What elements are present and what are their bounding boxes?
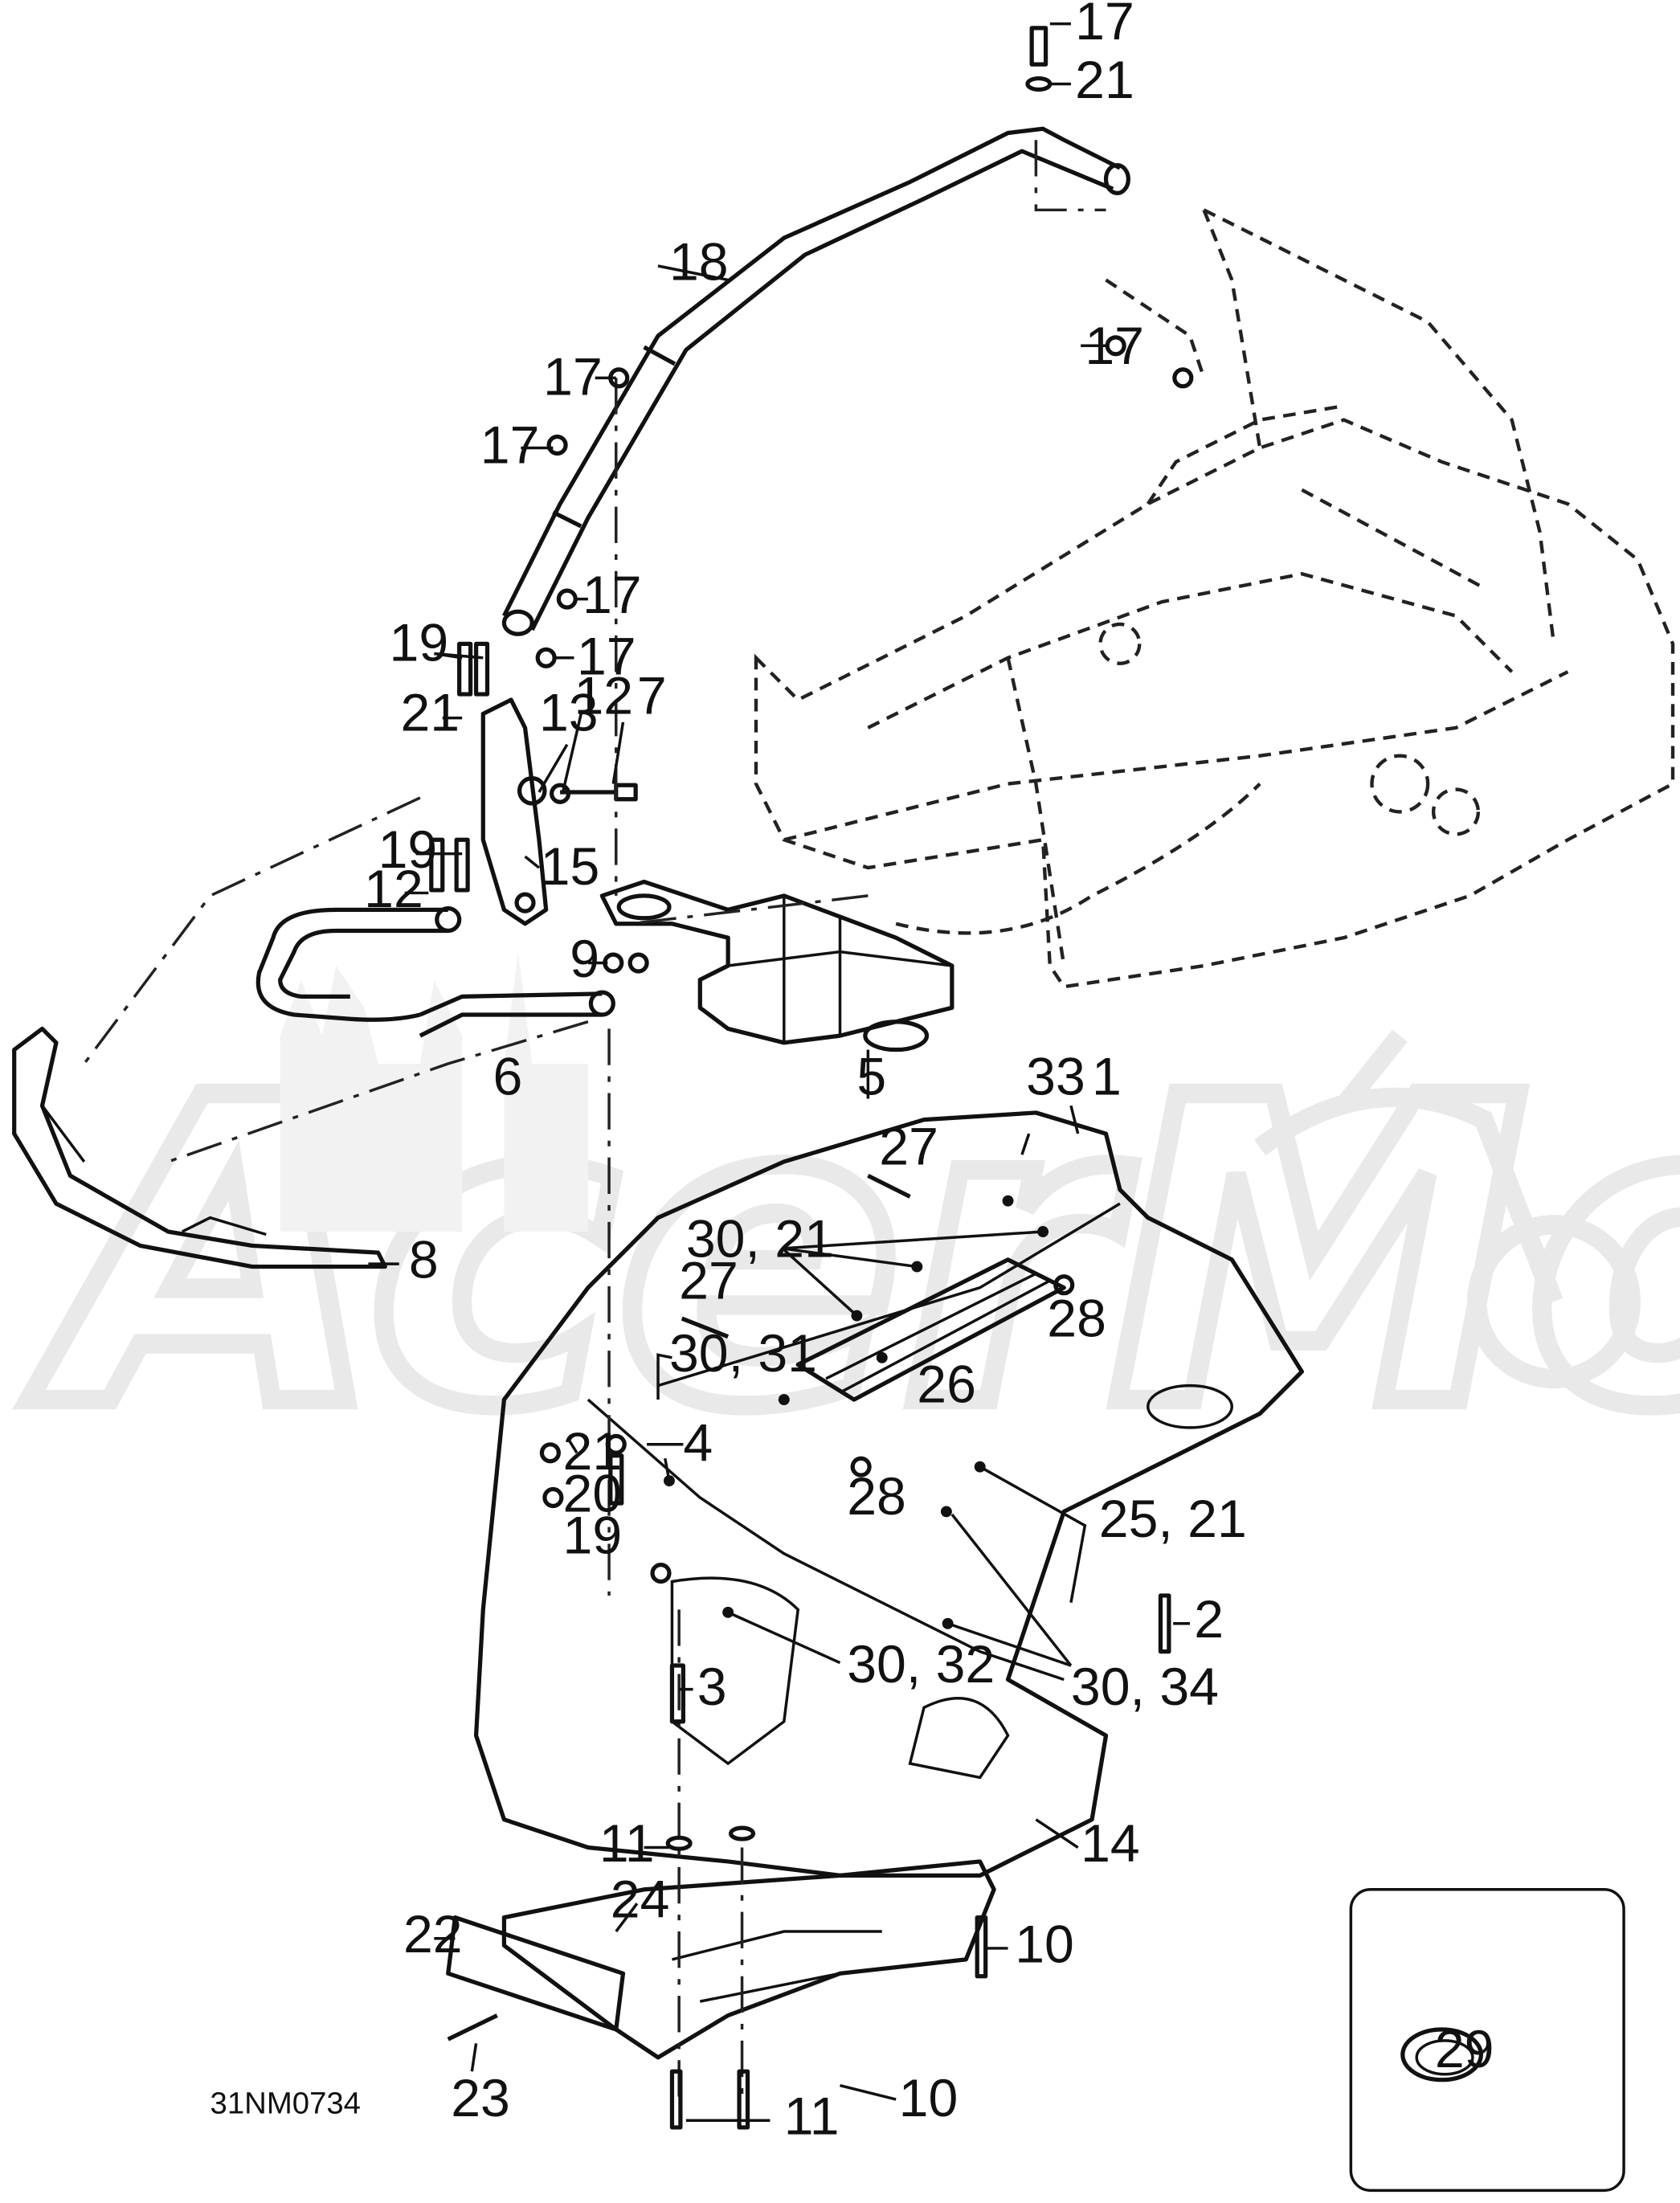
callout-23: 23	[451, 2069, 510, 2128]
callout-18: 18	[669, 232, 729, 292]
callout-17: 17	[577, 627, 636, 687]
skid-plate[interactable]	[501, 1859, 996, 2060]
front-skid[interactable]	[12, 1026, 387, 1269]
callout-30-21: 30, 21	[686, 1209, 834, 1269]
callout-4: 4	[683, 1414, 713, 1473]
mesh-grille[interactable]	[795, 1257, 1066, 1402]
callout-16: 15	[541, 837, 600, 897]
callout-19: 19	[390, 613, 449, 672]
callout-17: 17	[1085, 317, 1144, 376]
callout-28: 28	[847, 1467, 906, 1527]
callout-17: 17	[582, 566, 642, 625]
leader-lines	[368, 22, 1429, 2122]
callout-8: 8	[409, 1230, 439, 1290]
callout-labels: 17 21 18 17 17 17 17 17 19 21 13 12 7 19…	[211, 0, 1494, 2147]
callout-11: 10	[1015, 1915, 1074, 1974]
callout-17: 17	[480, 416, 540, 476]
callout-15: 14	[1081, 1814, 1140, 1874]
callout-6: 6	[493, 1047, 522, 1106]
callout-22: 22	[403, 1905, 463, 1964]
callout-30-32: 30, 32	[847, 1635, 995, 1694]
front-bumper[interactable]	[255, 905, 615, 1038]
watermark-text: AcerMoto	[23, 1011, 1680, 1499]
callout-9: 9	[570, 930, 599, 989]
callout-30-31: 30, 31	[669, 1324, 817, 1384]
steering-bracket[interactable]	[599, 879, 954, 1052]
drawing-code: 31NM0734	[211, 2087, 361, 2121]
watermark-motorcycle-icon	[1253, 1029, 1641, 1389]
callout-21: 21	[563, 1422, 623, 1482]
chassis-frame	[754, 208, 1675, 989]
callout-24: 24	[611, 1870, 670, 1930]
front-cover[interactable]	[473, 1110, 1304, 1878]
callout-30-34: 30, 34	[1071, 1657, 1219, 1717]
callout-27: 27	[879, 1117, 938, 1176]
callout-17: 17	[543, 347, 603, 407]
fasteners	[429, 26, 1194, 2130]
plug-icon	[1400, 2027, 1483, 2082]
callout-28: 28	[1047, 1290, 1106, 1349]
inset-box	[1349, 1888, 1625, 2193]
callout-2: 2	[1194, 1590, 1224, 1649]
watermark-castle-icon	[280, 951, 588, 1232]
callout-21: 21	[400, 683, 460, 742]
callout-33: 33	[1026, 1047, 1085, 1106]
callout-26: 26	[917, 1355, 976, 1415]
callout-3: 3	[697, 1657, 727, 1717]
callout-12: 12	[364, 860, 423, 919]
callout-29: 29	[1435, 2020, 1494, 2079]
callout-12: 11	[599, 1814, 655, 1874]
handle-bar[interactable]	[501, 126, 1130, 636]
callout-7: 7	[637, 666, 667, 725]
support-bracket[interactable]	[480, 697, 638, 926]
side-mesh[interactable]	[446, 1915, 626, 2032]
callout-5: 5	[856, 1047, 886, 1106]
callout-19: 19	[378, 820, 438, 880]
callout-21: 21	[1075, 51, 1134, 110]
callout-14: 13	[539, 683, 599, 742]
callout-11: 11	[784, 2087, 840, 2147]
callout-25-21: 25, 21	[1099, 1490, 1247, 1549]
callout-1: 1	[1092, 1047, 1122, 1106]
callout-20: 20	[563, 1464, 623, 1523]
callout-13: 12	[574, 666, 634, 725]
callout-27: 27	[679, 1252, 738, 1311]
watermark: AcerMoto	[14, 951, 1680, 1509]
callout-19: 19	[563, 1506, 623, 1566]
callout-19: 17	[1075, 0, 1134, 51]
callout-10: 10	[899, 2069, 959, 2128]
